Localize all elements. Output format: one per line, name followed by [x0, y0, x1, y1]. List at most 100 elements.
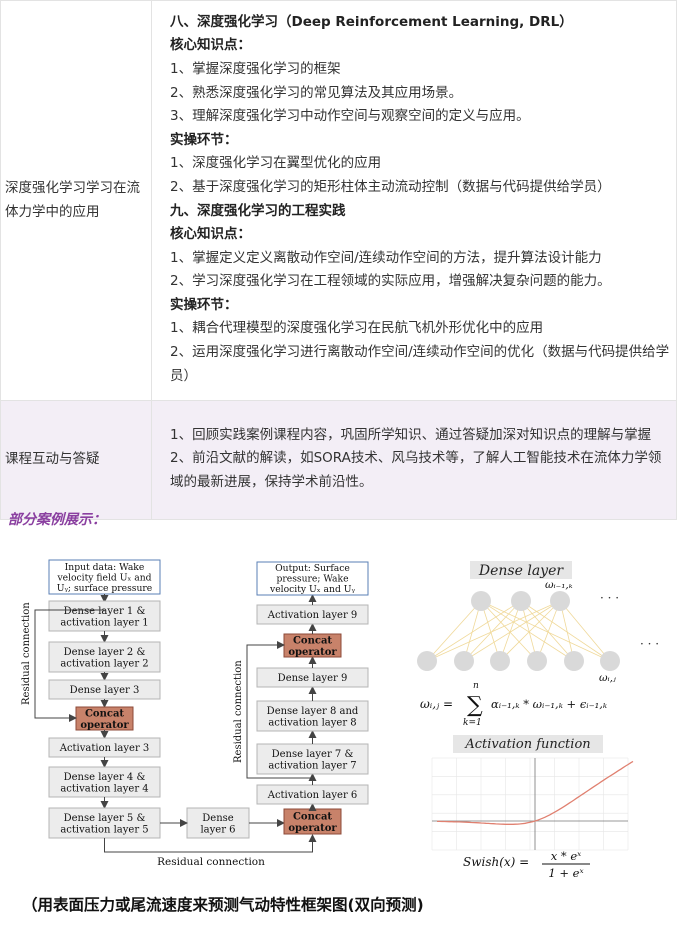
- figure-caption: （用表面压力或尾流速度来预测气动特性框架图(双向预测): [22, 896, 424, 914]
- content-line: 1、深度强化学习在翼型优化的应用: [170, 155, 382, 172]
- concat-operator-bottom-label: Concat: [293, 811, 332, 822]
- dense-layer-8-label: activation layer 8: [268, 717, 356, 728]
- content-heading: 实操环节：: [170, 131, 238, 148]
- content-line: 1、耦合代理模型的深度强化学习在民航飞机外形优化中的应用: [170, 320, 544, 337]
- concat-operator-left-label: operator: [80, 720, 129, 731]
- neuron-connection: [520, 600, 575, 662]
- activation-function-title: Activation function: [464, 737, 590, 752]
- content-line: 2、基于深度强化学习的矩形柱体主动流动控制（数据与代码提供给学员）: [170, 178, 611, 195]
- content-line: 1、掌握深度强化学习的框架: [170, 60, 341, 77]
- input-data-text: Uᵧ; surface pressure: [57, 583, 153, 594]
- dense-layer-9-label: Dense layer 9: [278, 673, 348, 684]
- swish-formula-numerator: x * eˣ: [551, 849, 581, 863]
- content-heading: 实操环节：: [170, 296, 238, 313]
- neuron-connection: [520, 600, 538, 662]
- content-heading: 九、深度强化学习的工程实践: [170, 202, 346, 219]
- neuron-node: [527, 651, 547, 671]
- content-line: 3、理解深度强化学习中动作空间与观察空间的定义与应用。: [170, 108, 530, 125]
- dense-layer-1-label: activation layer 1: [60, 617, 148, 628]
- concat-operator-bottom-label: operator: [288, 823, 337, 834]
- section-title: 部分案例展示：: [8, 512, 106, 528]
- swish-formula-denominator: 1 + eˣ: [548, 866, 583, 880]
- neuron-connection: [463, 600, 561, 662]
- activation-layer-9: Activation layer 9: [256, 604, 369, 625]
- dense-layer-6-label: layer 6: [200, 824, 235, 835]
- dense-layer-5-label: activation layer 5: [60, 824, 148, 835]
- dense-layer-5-label: Dense layer 5 &: [64, 813, 146, 824]
- output-data-box-frame: [256, 561, 369, 596]
- dense-layer-9: Dense layer 9: [256, 667, 369, 688]
- content-line: 2、运用深度强化学习进行离散动作空间/连续动作空间的优化（数据与代码提供给学员）: [170, 344, 670, 384]
- activation-layer-6: Activation layer 6: [256, 784, 369, 805]
- neuron-connection: [463, 600, 522, 662]
- dense-layer-4-label: activation layer 4: [60, 783, 148, 794]
- neuron-connection: [426, 600, 522, 662]
- content-line: 1、掌握定义定义离散动作空间/连续动作空间的方法，提升算法设计能力: [170, 249, 602, 266]
- module-name-cell: 课程互动与答疑: [0, 400, 152, 520]
- neuron-connection: [480, 600, 501, 662]
- sum-lower-limit: k=1: [463, 718, 482, 728]
- neuron-connection: [559, 600, 575, 662]
- neuron-connection: [499, 600, 522, 662]
- dense-layer-2-label: Dense layer 2 &: [64, 647, 146, 658]
- neuron-connection: [480, 600, 611, 662]
- output-data-text: pressure; Wake: [276, 574, 348, 585]
- neuron-connection: [426, 600, 561, 662]
- neuron-node: [417, 651, 437, 671]
- dense-formula-lhs: ωᵢ,ⱼ =: [420, 697, 453, 711]
- concat-operator-top-label: Concat: [293, 635, 332, 646]
- activation-layer-6-label: Activation layer 6: [267, 790, 358, 801]
- input-data-text: velocity field Uₓ and: [56, 573, 151, 584]
- neuron-connection: [463, 600, 482, 662]
- content-heading: 核心知识点：: [170, 37, 251, 54]
- ellipsis-text: · · ·: [640, 637, 659, 651]
- dense-layer-8-box: [256, 700, 369, 732]
- dense-layer-8-label: Dense layer 8 and: [267, 706, 359, 717]
- residual-connection-line: [246, 641, 313, 779]
- neuron-node: [511, 591, 531, 611]
- neuron-node: [600, 651, 620, 671]
- module-content-cell: 1、回顾实践案例课程内容，巩固所学知识、通过答疑加深对知识点的理解与掌握 2、前沿…: [151, 400, 677, 520]
- dense-layer-5: Dense layer 5 &activation layer 5: [48, 807, 161, 839]
- neuron-node: [471, 591, 491, 611]
- dense-layer-2: Dense layer 2 &activation layer 2: [48, 641, 161, 673]
- input-data-text: Input data: Wake: [65, 562, 145, 573]
- residual-connection-line: [104, 834, 317, 853]
- content-line: 2、熟悉深度强化学习的常见算法及其应用场景。: [170, 84, 463, 101]
- neuron-node: [454, 651, 474, 671]
- neuron-node: [490, 651, 510, 671]
- dense-title-bg: [470, 561, 572, 579]
- module-name-cell: 深度强化学习学习在流体力学中的应用: [0, 0, 152, 401]
- neuron-connection: [426, 600, 482, 662]
- neuron-connection: [480, 600, 575, 662]
- table-row: 深度强化学习学习在流体力学中的应用 八、深度强化学习（Deep Reinforc…: [0, 0, 677, 401]
- dense-layer-3-label: Dense layer 3: [70, 685, 140, 696]
- residual-connection-label: Residual connection: [233, 660, 244, 763]
- concat-operator-top-label: operator: [288, 647, 337, 658]
- ellipsis-text: · · ·: [600, 591, 619, 605]
- neuron-connection: [480, 600, 538, 662]
- weight-bottom-label: ωᵢ,ⱼ: [599, 672, 616, 684]
- content-line: 1、回顾实践案例课程内容，巩固所学知识、通过答疑加深对知识点的理解与掌握: [170, 426, 652, 443]
- content-heading: 八、深度强化学习（Deep Reinforcement Learning, DR…: [170, 13, 573, 30]
- table-row: 课程互动与答疑 1、回顾实践案例课程内容，巩固所学知识、通过答疑加深对知识点的理…: [0, 400, 677, 520]
- sum-symbol: ∑: [467, 693, 483, 718]
- dense-layer-3: Dense layer 3: [48, 679, 161, 700]
- dense-layer-7-label: Dense layer 7 &: [272, 749, 354, 760]
- neuron-node: [550, 591, 570, 611]
- dense-layer-6-box: [186, 807, 250, 839]
- dense-layer-2-label: activation layer 2: [60, 658, 148, 669]
- neuron-connection: [536, 600, 561, 662]
- sum-upper-limit: n: [473, 681, 479, 691]
- content-line: 2、前沿文献的解读，如SORA技术、风乌技术等，了解人工智能技术在流体力学领域的…: [170, 450, 662, 490]
- dense-formula-rhs: αᵢ₋₁,ₖ * ωᵢ₋₁,ₖ + ϵᵢ₋₁,ₖ: [491, 697, 607, 711]
- dense-layer-4: Dense layer 4 &activation layer 4: [48, 766, 161, 798]
- dense-layer-1-label: Dense layer 1 &: [64, 606, 146, 617]
- activation-title-bg: [453, 735, 603, 753]
